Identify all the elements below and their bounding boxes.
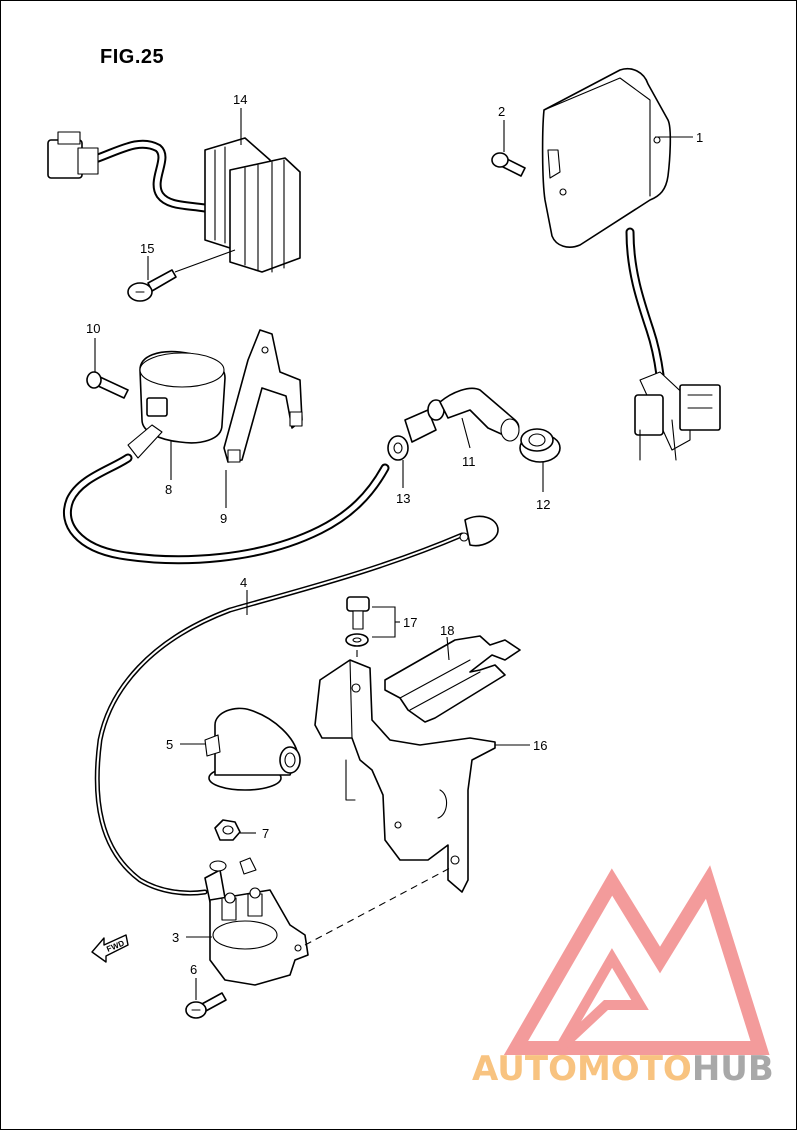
part-number-14: 14 (233, 92, 247, 107)
part-number-1: 1 (696, 130, 703, 145)
part-4-lead-wire (94, 515, 499, 903)
part-number-13: 13 (396, 491, 410, 506)
part-9-bracket (223, 329, 303, 463)
part-16-mounting-bracket (314, 659, 496, 893)
part-10-bolt (86, 371, 129, 399)
part-number-5: 5 (166, 737, 173, 752)
part-number-3: 3 (172, 930, 179, 945)
part-number-16: 16 (533, 738, 547, 753)
leader-11 (461, 417, 471, 449)
part-2-bolt (491, 152, 526, 177)
part-number-17: 17 (403, 615, 417, 630)
part-3-starter-relay (209, 857, 309, 986)
part-number-11: 11 (462, 454, 476, 469)
leader-15-regulator (174, 249, 236, 273)
assembly-line-3 (304, 867, 451, 946)
part-15-screw (127, 269, 177, 302)
part-18-clamp (384, 635, 521, 723)
part-number-15: 15 (140, 241, 154, 256)
part-13-cap-boot (387, 409, 437, 461)
part-number-18: 18 (440, 623, 454, 638)
part-7-nut (214, 819, 241, 841)
part-number-2: 2 (498, 104, 505, 119)
part-11-spark-plug-cap (427, 387, 520, 442)
part-14-regulator-rectifier (47, 131, 301, 273)
part-1-cdi-unit (541, 68, 721, 461)
part-number-8: 8 (165, 482, 172, 497)
svg-text:AUTOMOTOHUB: AUTOMOTOHUB (472, 1049, 774, 1089)
part-number-10: 10 (86, 321, 100, 336)
part-17-bolt-washer (345, 596, 370, 647)
part-number-9: 9 (220, 511, 227, 526)
part-number-7: 7 (262, 826, 269, 841)
part-number-4: 4 (240, 575, 247, 590)
part-number-6: 6 (190, 962, 197, 977)
watermark-logo: AUTOMOTOHUB (472, 865, 774, 1089)
watermark-text-orange: AUTOMOTO (472, 1049, 692, 1089)
part-8-ignition-coil (63, 350, 390, 565)
part-number-12: 12 (536, 497, 550, 512)
figure-title: FIG.25 (100, 46, 165, 68)
watermark-text-gray: HUB (692, 1049, 774, 1089)
part-5-terminal-cover (204, 707, 301, 791)
leader-18 (446, 636, 450, 661)
fwd-arrow: FWD (91, 934, 129, 963)
leader-17 (372, 606, 396, 638)
part-12-seal (519, 428, 561, 463)
part-6-screw (185, 992, 227, 1019)
